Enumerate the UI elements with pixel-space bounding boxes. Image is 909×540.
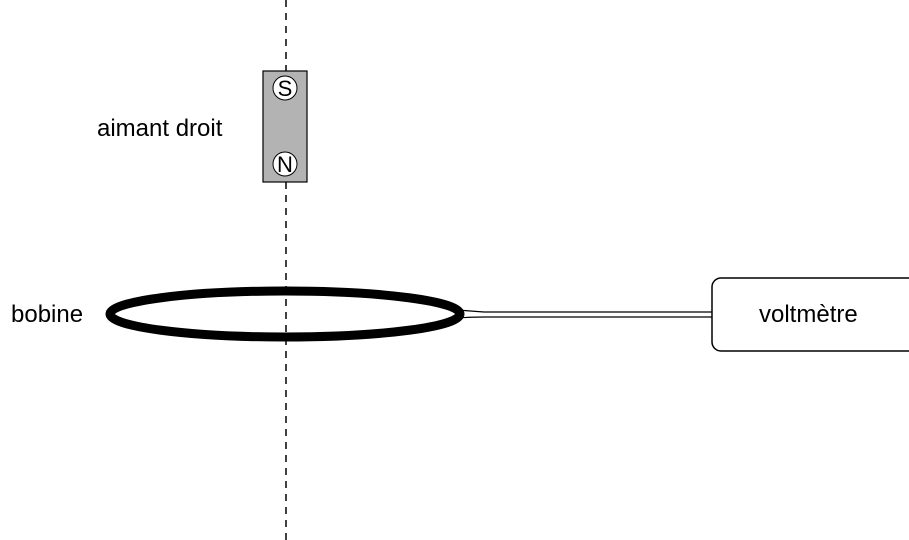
bar-magnet: S N: [262, 70, 308, 183]
coil: [105, 286, 465, 342]
south-pole-marker: [272, 75, 298, 101]
north-pole-marker: [272, 151, 298, 177]
lead-wires: [457, 309, 712, 319]
coil-label: bobine: [11, 301, 83, 328]
voltmeter-box: [711, 277, 909, 352]
magnet-label: aimant droit: [97, 115, 223, 142]
south-pole-label: S: [278, 76, 293, 101]
voltmeter-label: voltmètre: [759, 301, 858, 328]
north-pole-label: N: [277, 152, 293, 177]
